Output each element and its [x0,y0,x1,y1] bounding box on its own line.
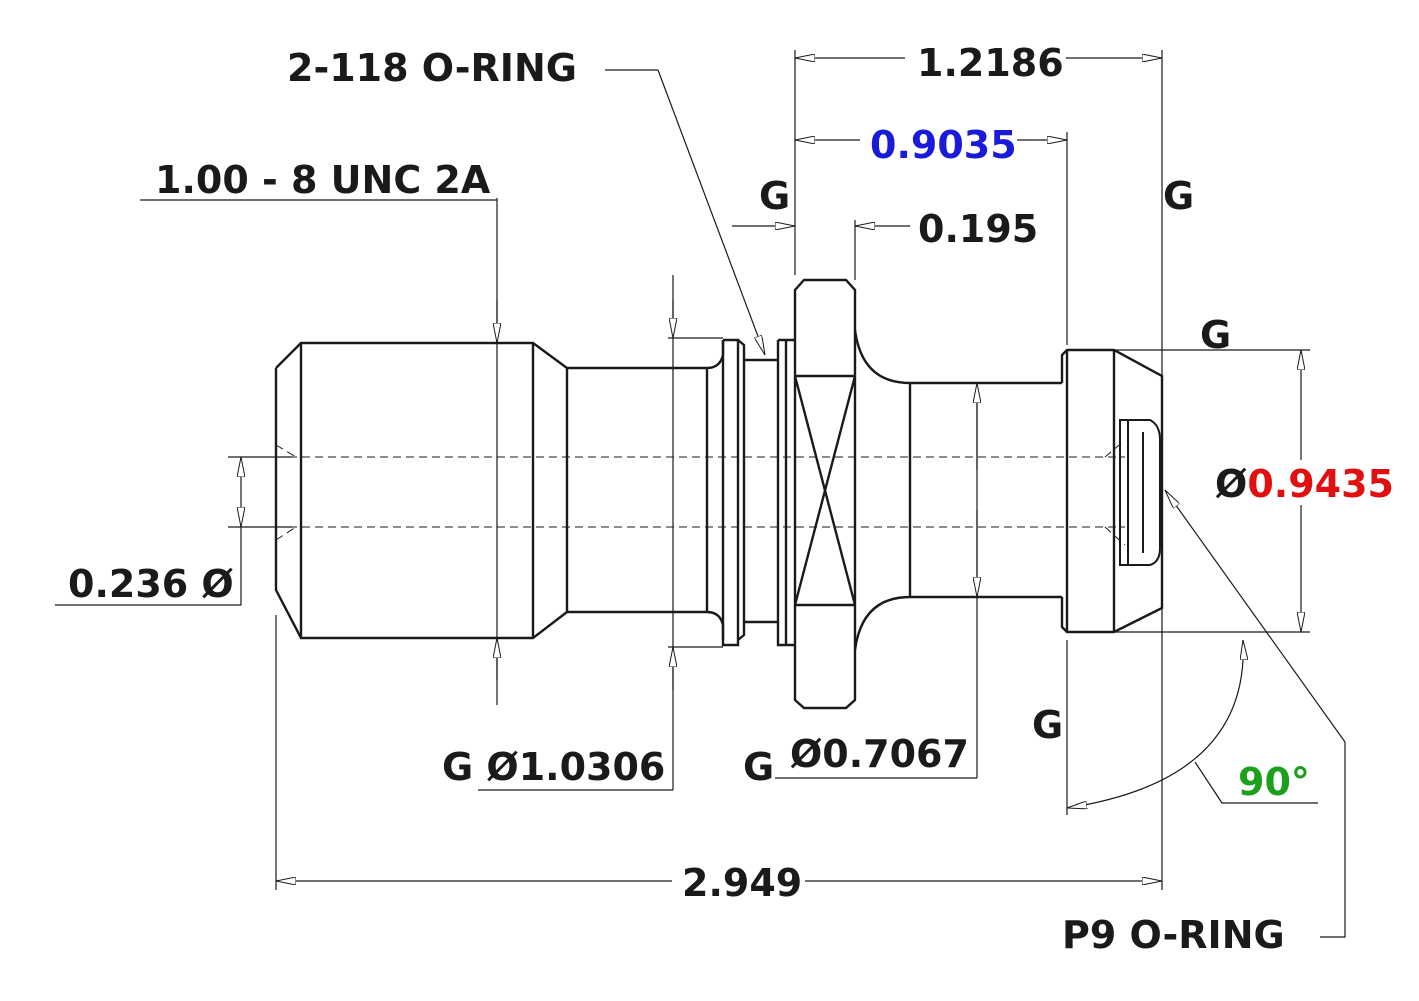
bore-entry-hidden [275,439,1126,546]
head-dia-value: 0.9435 [1247,462,1394,506]
flange-width-label: 0.195 [918,207,1038,251]
bore-dia-label: 0.236 Ø [68,562,234,606]
oring-leader [657,69,766,355]
thread-label: 1.00 - 8 UNC 2A [155,158,491,202]
gauge-mark-g2: G [1163,174,1194,218]
head-outline [1060,348,1164,634]
neck-dia-label: Ø0.7067 [790,732,969,776]
head-dia-label: Ø0.9435 [1215,462,1394,506]
p9-oring-outline [1119,419,1161,566]
shank-dia-label: G Ø1.0306 [442,745,665,789]
length-2-label: 0.9035 [870,123,1017,167]
flange-outline [793,278,857,710]
pull-stud-part [274,278,1164,710]
thread-section-outline [274,341,568,640]
length-1-label: 1.2186 [917,41,1064,85]
shank-outline [565,340,725,640]
angle-label: 90° [1238,760,1310,804]
p9-leader [1164,490,1346,743]
oring-groove-outline [721,338,795,647]
gauge-mark-g3: G [1200,313,1231,357]
neck-outline [853,329,1062,651]
gauge-mark-g1: G [759,174,790,218]
p9-oring-label: P9 O-RING [1062,913,1285,957]
head-dia-symbol: Ø [1215,462,1247,506]
overall-length-label: 2.949 [682,861,802,905]
oring-2-118-label: 2-118 O-RING [287,46,577,90]
gauge-mark-g5: G [743,745,774,789]
angle-arc [1067,640,1243,808]
dimension-geometry [55,50,1346,938]
gauge-mark-g4: G [1032,703,1063,747]
